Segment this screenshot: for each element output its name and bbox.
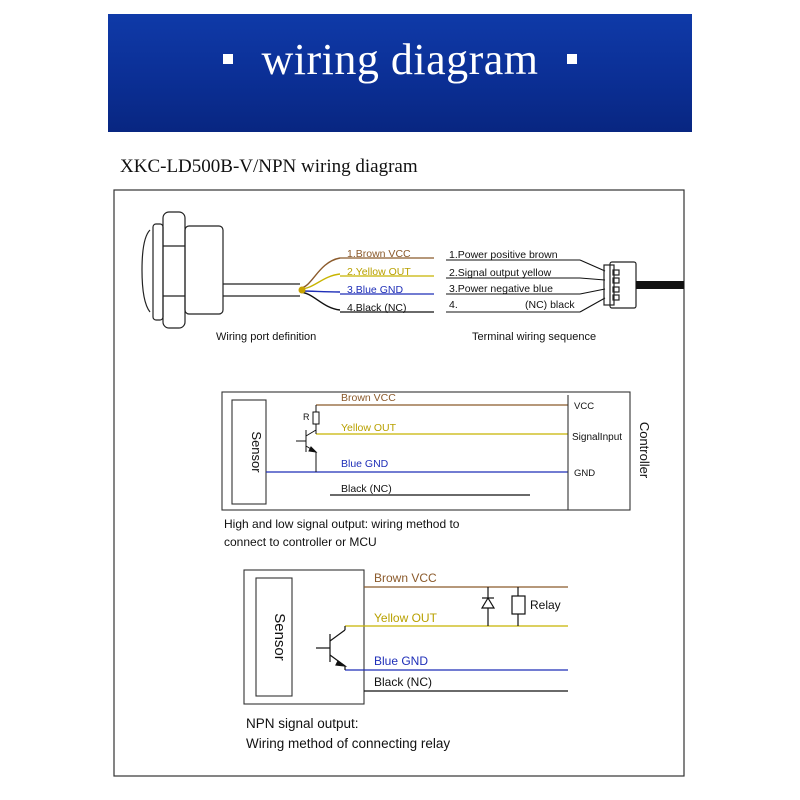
- port-caption: Wiring port definition: [216, 331, 316, 343]
- terminal-item-3: 3.Power negative blue: [449, 283, 553, 295]
- connector-plug-icon: [603, 261, 637, 309]
- relay-wiring: Sensor Relay Brown VCC Yellow: [243, 569, 568, 705]
- relay-label: Relay: [530, 598, 561, 612]
- r-label-brown: Brown VCC: [374, 571, 437, 585]
- resistor-label: R: [303, 412, 310, 422]
- c-label-yellow: Yellow OUT: [341, 422, 397, 434]
- signal-input-pin-label: SignalInput: [572, 432, 622, 443]
- diagram-frame: [113, 189, 685, 777]
- relay-caption-2: Wiring method of connecting relay: [246, 736, 450, 751]
- c-label-black: Black (NC): [341, 483, 392, 495]
- controller-caption-1: High and low signal output: wiring metho…: [224, 517, 460, 531]
- r-label-blue: Blue GND: [374, 654, 428, 668]
- vcc-pin-label: VCC: [574, 401, 594, 412]
- sensor-label-2: Sensor: [271, 613, 288, 661]
- gnd-pin-label: GND: [574, 468, 595, 479]
- banner-title: wiring diagram: [261, 34, 539, 84]
- sensor-label-1: Sensor: [249, 431, 264, 473]
- c-label-brown: Brown VCC: [341, 392, 396, 404]
- bullet-square-icon: [566, 54, 577, 64]
- terminal-lines: [446, 259, 606, 313]
- port-label-black: 4.Black (NC): [347, 302, 407, 314]
- terminal-item-1: 1.Power positive brown: [449, 249, 558, 261]
- wire-bundle-split: [298, 257, 341, 311]
- r-label-yellow: Yellow OUT: [374, 611, 438, 625]
- transistor-icon: [316, 626, 348, 670]
- controller-wiring: Sensor R Brown VCC Yellow OUT Blue GND B…: [221, 391, 652, 511]
- port-label-blue: 3.Blue GND: [347, 284, 403, 296]
- sensor-side-view: [141, 211, 300, 329]
- page-subtitle: XKC-LD500B-V/NPN wiring diagram: [120, 156, 418, 177]
- diode-icon: [480, 587, 496, 626]
- controller-label: Controller: [637, 422, 652, 479]
- terminal-caption: Terminal wiring sequence: [472, 331, 596, 343]
- relay-coil-icon: [511, 587, 526, 626]
- terminal-item-2: 2.Signal output yellow: [449, 267, 552, 279]
- controller-caption-2: connect to controller or MCU: [224, 535, 377, 549]
- cable-icon: [636, 281, 684, 289]
- bullet-square-icon: [223, 54, 234, 64]
- sensor-block-2: [255, 577, 293, 697]
- c-label-blue: Blue GND: [341, 458, 389, 470]
- port-label-yellow: 2.Yellow OUT: [347, 266, 411, 278]
- terminal-item-4: 4.: [449, 299, 458, 311]
- title-banner: wiring diagram: [108, 14, 692, 132]
- sensor-block-1: [231, 399, 267, 505]
- terminal-nc-black: (NC) black: [525, 299, 575, 311]
- port-wire-lines: [340, 257, 434, 313]
- transistor-icon: [296, 429, 318, 472]
- r-label-black: Black (NC): [374, 675, 432, 689]
- resistor-icon: [312, 411, 320, 425]
- relay-caption-1: NPN signal output:: [246, 716, 359, 731]
- port-label-brown: 1.Brown VCC: [347, 248, 411, 260]
